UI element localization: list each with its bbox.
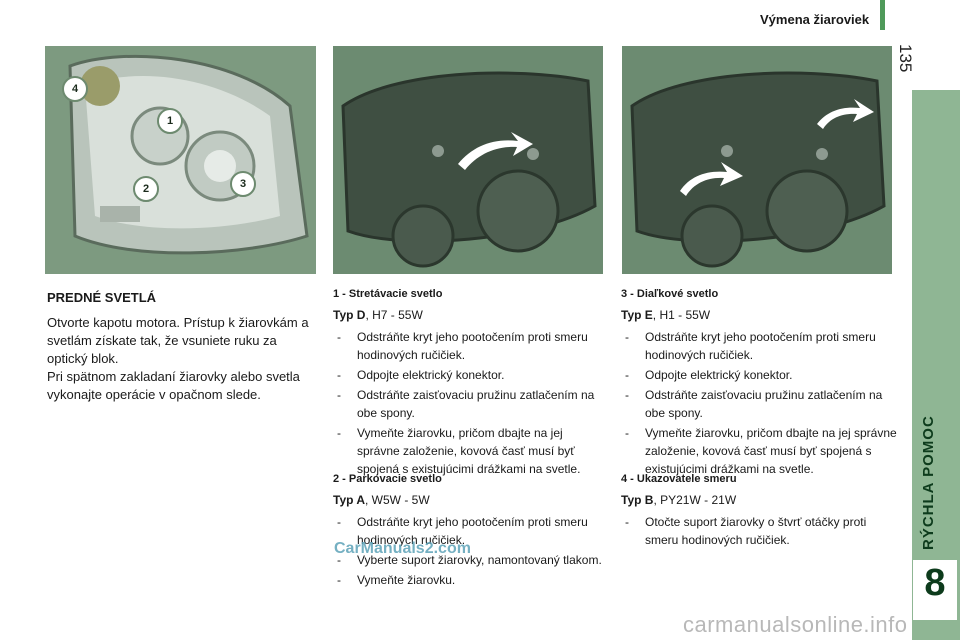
step-item: Odstráňte kryt jeho pootočením proti sme… [333,328,608,364]
step-item: Otočte suport žiarovky o štvrť otáčky pr… [621,513,899,549]
callout-badge: 4 [62,76,88,102]
chapter-number-box [913,560,957,620]
headlamp-back-photo-2 [622,46,892,274]
subsection-title: 1 - Stretávacie svetlo [333,288,443,300]
step-item: Vymeňte žiarovku. [333,571,608,589]
subsection-title: 3 - Diaľkové svetlo [621,288,719,300]
headlamp-front-illustration [45,46,316,274]
chapter-number: 8 [924,562,946,604]
subsection-title: 4 - Ukazovatele smeru [621,473,737,485]
step-item: Vymeňte žiarovku, pričom dbajte na jej s… [621,424,899,478]
header-accent-bar [880,0,885,30]
bulb-type-label: Typ A [333,493,365,507]
rotate-arrow-icon [680,162,743,196]
bulb-type-label: Typ B [621,493,654,507]
bulb-type-value: , W5W - 5W [365,493,430,507]
rotate-arrow-icon [458,132,533,170]
page-number: 135 [896,44,915,73]
section-high-beam: 3 - Diaľkové svetlo Typ E, H1 - 55W Odst… [621,288,899,480]
section-heading: PREDNÉ SVETLÁ [47,290,157,305]
headlamp-back-photo [333,46,603,274]
watermark: carmanualsonline.info [683,612,908,637]
step-item: Vymeňte žiarovku, pričom dbajte na jej s… [333,424,608,478]
subsection-title: 2 - Parkovacie svetlo [333,473,442,485]
bulb-type: Typ A, W5W - 5W [333,493,608,507]
bulb-type-value: , H7 - 55W [365,308,423,322]
intro-paragraph: Pri spätnom zakladaní žiarovky alebo sve… [47,369,300,402]
bulb-type: Typ E, H1 - 55W [621,308,899,322]
callout-badge: 1 [157,108,183,134]
step-item: Odstráňte kryt jeho pootočením proti sme… [621,328,899,364]
headlamp-front-photo: 4 1 2 3 [45,46,316,274]
step-item: Odstráňte zaisťovaciu pružinu zatlačením… [621,386,899,422]
page-section-title: Výmena žiaroviek [760,12,870,27]
callout-badge: 3 [230,171,256,197]
section-parking-light: 2 - Parkovacie svetlo Typ A, W5W - 5W Od… [333,473,608,591]
bulb-type-value: , PY21W - 21W [653,493,737,507]
rotate-arrow-icon [817,99,874,129]
intro-paragraph: Otvorte kapotu motora. Prístup k žiarovk… [47,315,309,366]
headlamp-back-illustration [333,46,603,274]
bulb-type-label: Typ D [333,308,366,322]
step-item: Odpojte elektrický konektor. [621,366,899,384]
bulb-type: Typ D, H7 - 55W [333,308,608,322]
section-low-beam: 1 - Stretávacie svetlo Typ D, H7 - 55W O… [333,288,608,480]
section-turn-signal: 4 - Ukazovatele smeru Typ B, PY21W - 21W… [621,473,899,551]
watermark: CarManuals2.com [334,540,471,557]
chapter-side-tab [912,90,960,640]
bulb-type: Typ B, PY21W - 21W [621,493,899,507]
chapter-label: RÝCHLA POMOC [920,415,937,550]
step-item: Odstráňte zaisťovaciu pružinu zatlačením… [333,386,608,422]
bulb-type-value: , H1 - 55W [652,308,711,322]
callout-badge: 2 [133,176,159,202]
step-item: Odpojte elektrický konektor. [333,366,608,384]
headlamp-back-illustration-2 [622,46,892,274]
step-item: Vyberte suport žiarovky, namontovaný tla… [333,551,608,569]
bulb-type-label: Typ E [621,308,653,322]
step-item: Odstráňte kryt jeho pootočením proti sme… [333,513,608,549]
